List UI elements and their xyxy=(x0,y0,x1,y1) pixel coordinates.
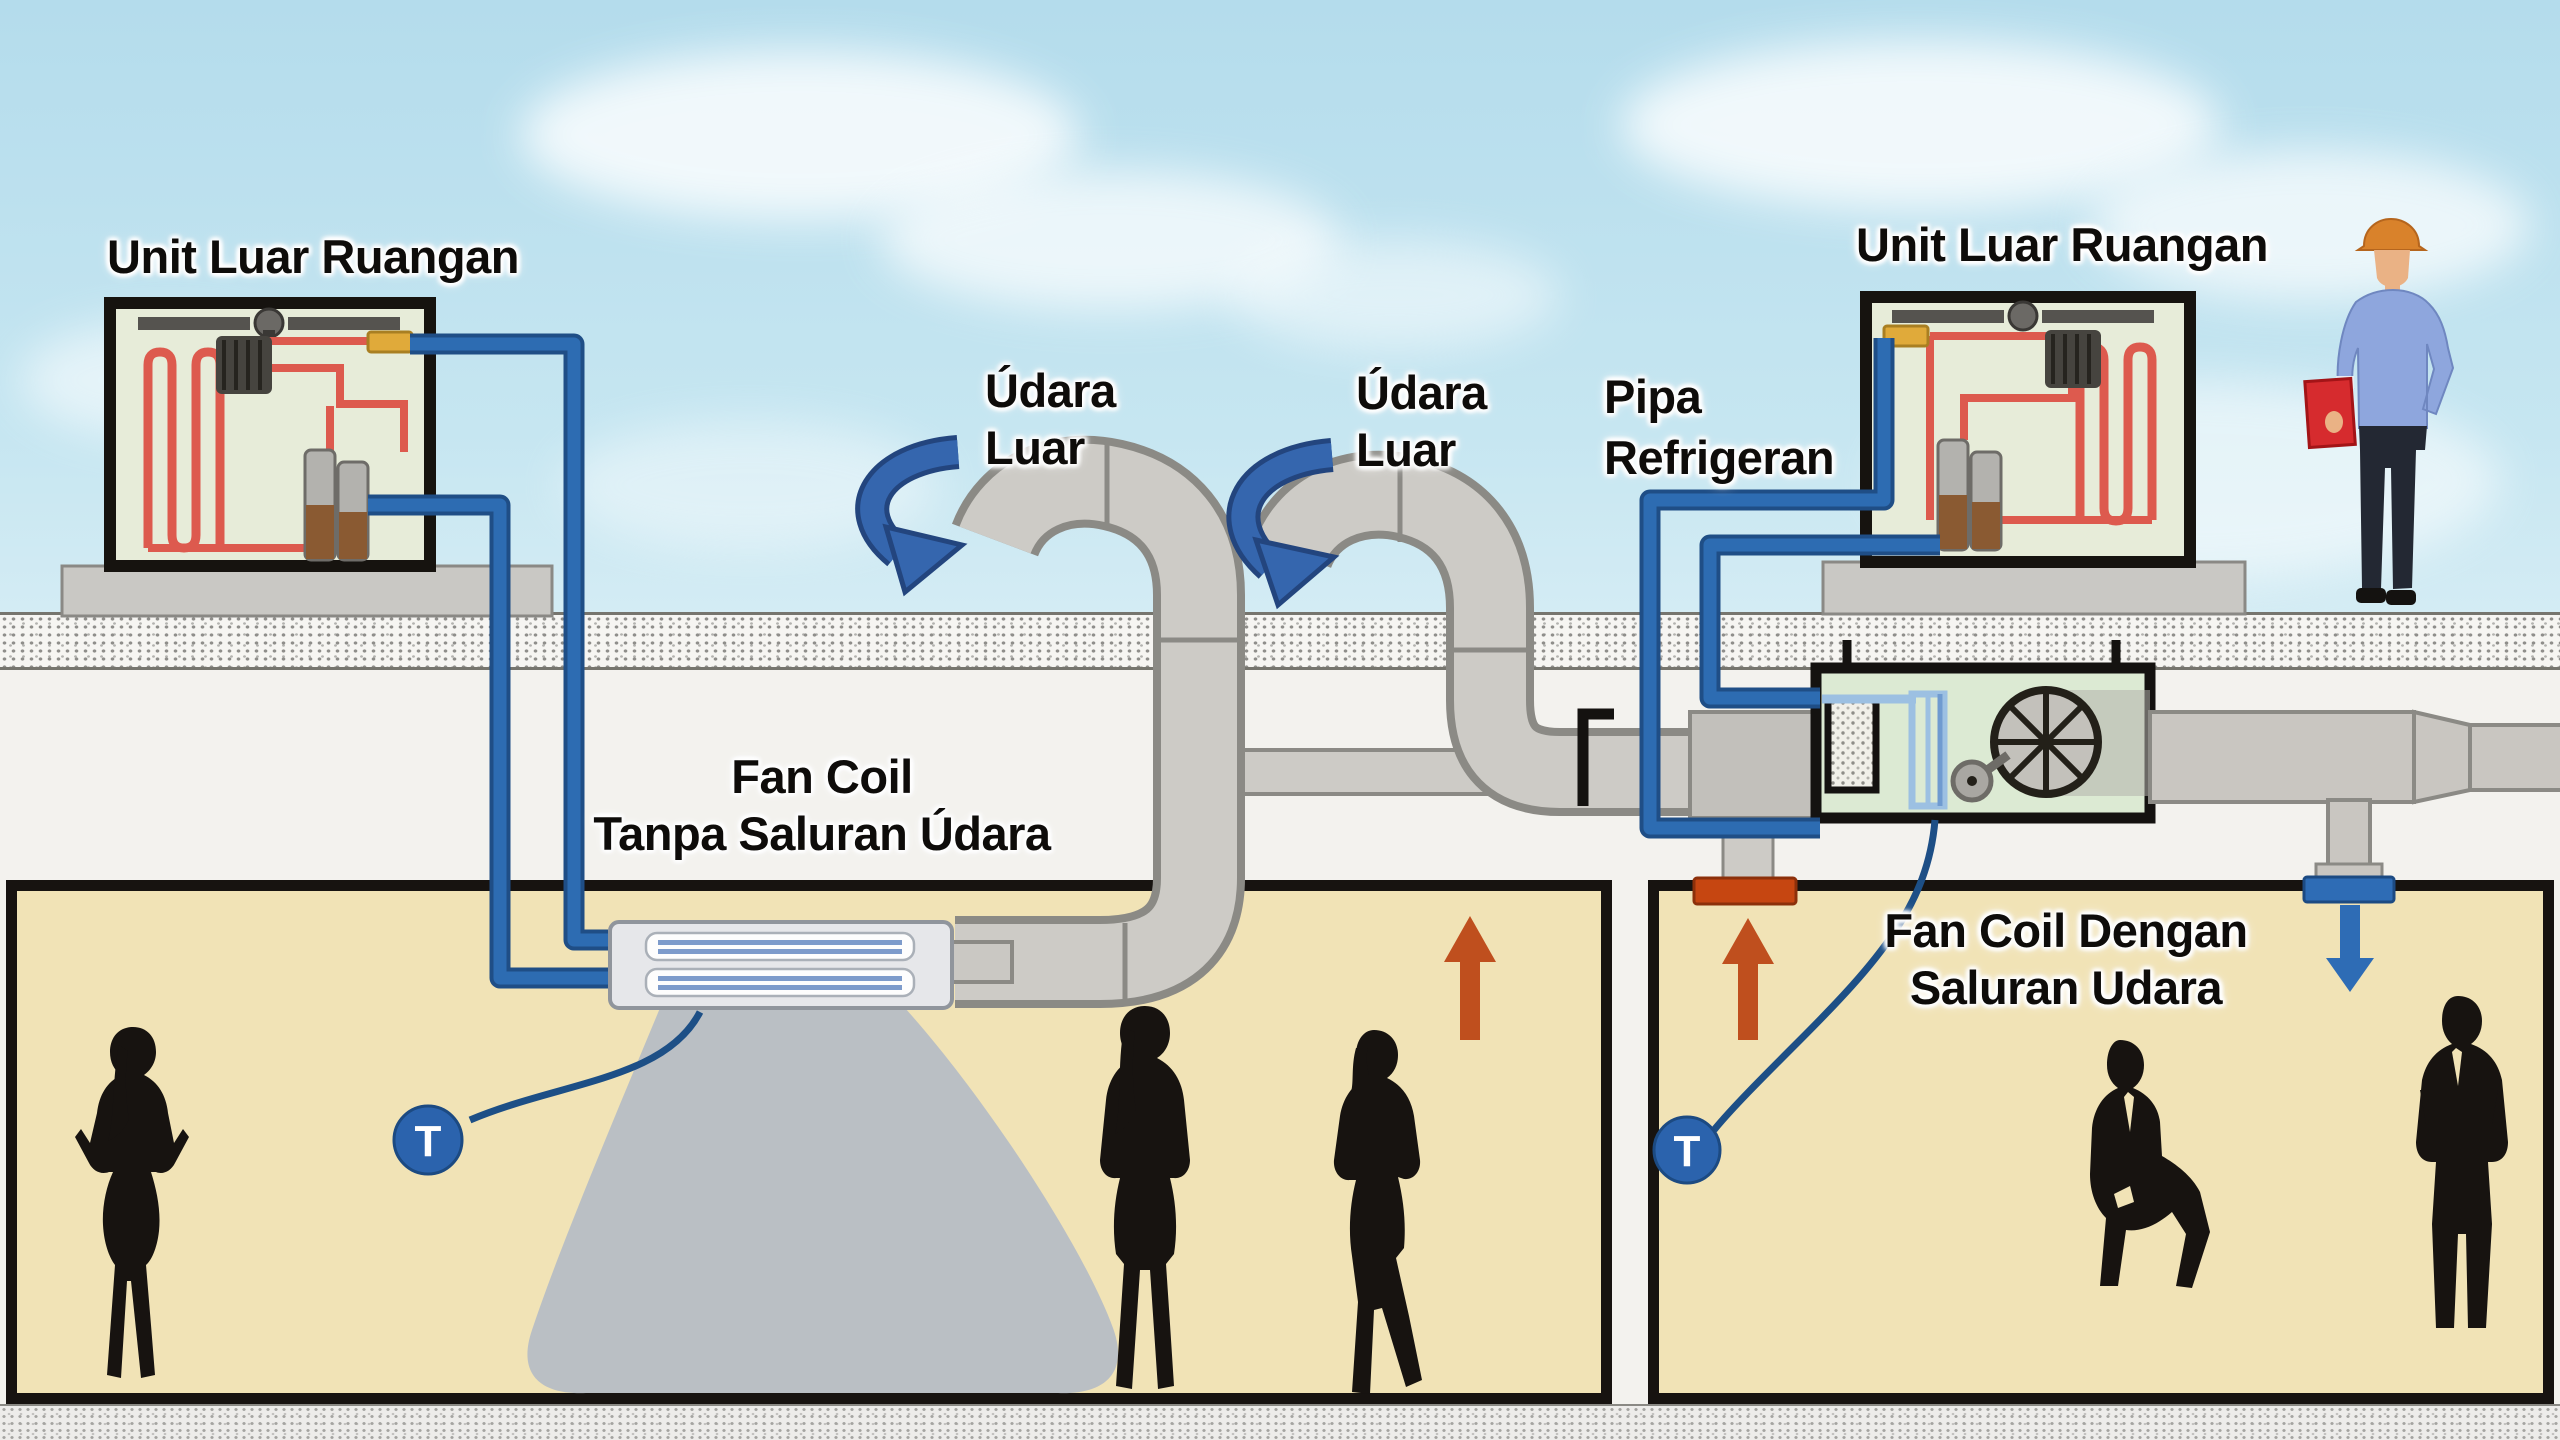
supply-branch-duct xyxy=(2326,798,2372,874)
fan-blade-icon xyxy=(1892,310,2004,323)
up-arrow-icon xyxy=(1722,918,1774,964)
label-fan-coil-ductless: Fan Coil Tanpa Saluran Údara xyxy=(593,748,1051,862)
supply-air-arrow xyxy=(2326,905,2374,992)
fan-coil-ductless-unit xyxy=(527,920,1119,1394)
service-valve-icon xyxy=(1882,324,1930,348)
person-silhouette-woman-left xyxy=(75,1027,189,1378)
fresh-air-intake-right xyxy=(1248,450,1690,816)
worker-shirt xyxy=(2336,288,2455,429)
thermostats: T T xyxy=(392,819,1939,1185)
label-line: Luar xyxy=(985,421,1085,474)
label-outside-air-right: Údara Luar xyxy=(1356,364,1487,478)
worker-shoe xyxy=(2356,588,2386,603)
supply-ductwork xyxy=(2148,709,2560,880)
pipe-left-liquid xyxy=(410,337,608,947)
person-silhouette-man-standing xyxy=(2416,996,2508,1328)
worker-figure xyxy=(2303,217,2455,605)
person-silhouette-woman-center xyxy=(1100,1006,1190,1389)
label-refrigerant-pipe: Pipa Refrigeran xyxy=(1604,366,1835,488)
refrigerant-circuit-red xyxy=(1926,332,2152,524)
fan-blade-icon xyxy=(138,317,250,330)
hard-hat-icon xyxy=(2354,217,2429,251)
arrowhead-icon xyxy=(1252,536,1340,610)
worker-face xyxy=(2374,250,2410,287)
thermostat-letter: T xyxy=(1674,1127,1701,1176)
thermostat-icon xyxy=(392,1104,464,1176)
fan-hub-icon xyxy=(2007,300,2039,332)
down-arrow-icon xyxy=(2326,958,2374,992)
thermostat-wire xyxy=(1711,819,1939,1133)
louver-slot xyxy=(644,931,916,962)
outdoor-unit-right xyxy=(1860,291,2196,568)
cloud xyxy=(2090,150,2530,300)
outdoor-unit-pedestal-right xyxy=(1821,560,2247,616)
fresh-air-ductwork xyxy=(951,435,1822,1008)
up-arrow-icon xyxy=(1444,916,1496,962)
cloud xyxy=(1620,40,2220,210)
down-arrow-icon xyxy=(2340,905,2360,963)
supply-duct xyxy=(2148,710,2416,804)
supply-grille-blue xyxy=(2302,875,2396,904)
person-silhouette-man-seated xyxy=(2090,1040,2210,1288)
worker-pants xyxy=(2359,426,2427,589)
outdoor-unit-pedestal-left xyxy=(60,564,554,618)
pipe-right-suction xyxy=(1703,538,1940,705)
thermostat-letter: T xyxy=(415,1117,442,1166)
label-outdoor-unit-right: Unit Luar Ruangan xyxy=(1856,218,2268,271)
label-line: Fan Coil xyxy=(731,750,913,803)
return-grille-orange xyxy=(1692,876,1798,906)
up-arrow-icon xyxy=(1738,960,1758,1040)
thermostat-icon xyxy=(1652,1115,1722,1185)
roof-deck xyxy=(0,612,2560,670)
mixing-box xyxy=(1688,710,1822,820)
fresh-air-intake-left xyxy=(951,435,1245,1008)
thermostat-wire xyxy=(468,1010,704,1124)
curved-arrow-icon xyxy=(860,440,960,563)
air-filter-icon xyxy=(1824,696,1880,794)
label-line: Saluran Udara xyxy=(1909,961,2223,1014)
cloud xyxy=(1230,240,1560,350)
duct-transition xyxy=(2412,709,2472,805)
damper-icon xyxy=(1577,708,1614,806)
air-handling-unit xyxy=(1810,640,2156,824)
label-fan-coil-ducted: Fan Coil Dengan Saluran Udara xyxy=(1884,902,2248,1016)
return-air-arrows xyxy=(1444,916,1774,1040)
curved-arrow-icon xyxy=(1231,443,1334,575)
outside-air-arrows xyxy=(855,435,1340,610)
label-outside-air-left: Údara Luar xyxy=(985,362,1116,476)
outdoor-unit-left xyxy=(104,297,436,572)
label-line: Tanpa Saluran Údara xyxy=(593,807,1051,860)
label-line: Údara xyxy=(985,364,1116,417)
person-silhouette-woman-right xyxy=(1333,1030,1422,1394)
ground-floor xyxy=(0,1404,2560,1440)
worker-shoe xyxy=(2386,590,2416,605)
people xyxy=(75,996,2508,1394)
label-line: Fan Coil Dengan xyxy=(1884,904,2248,957)
pipe-left-suction xyxy=(368,498,608,985)
fan-blade-icon xyxy=(2042,310,2154,323)
arrowhead-icon xyxy=(882,523,968,597)
label-line: Luar xyxy=(1356,423,1456,476)
service-valve-icon xyxy=(366,330,414,354)
refrigerant-pipes xyxy=(368,333,1940,989)
fresh-air-stub xyxy=(950,940,1014,984)
up-arrow-icon xyxy=(1460,958,1480,1040)
label-line: Pipa xyxy=(1604,370,1702,423)
label-outdoor-unit-left: Unit Luar Ruangan xyxy=(107,230,519,283)
fan-blade-icon xyxy=(288,317,400,330)
pipe-right-liquid xyxy=(1643,338,1891,835)
louver-slot xyxy=(644,967,916,998)
supply-duct-continuation xyxy=(2468,723,2560,792)
label-line: Údara xyxy=(1356,366,1487,419)
label-line: Refrigeran xyxy=(1604,431,1835,484)
cool-air-cone xyxy=(527,1008,1119,1394)
